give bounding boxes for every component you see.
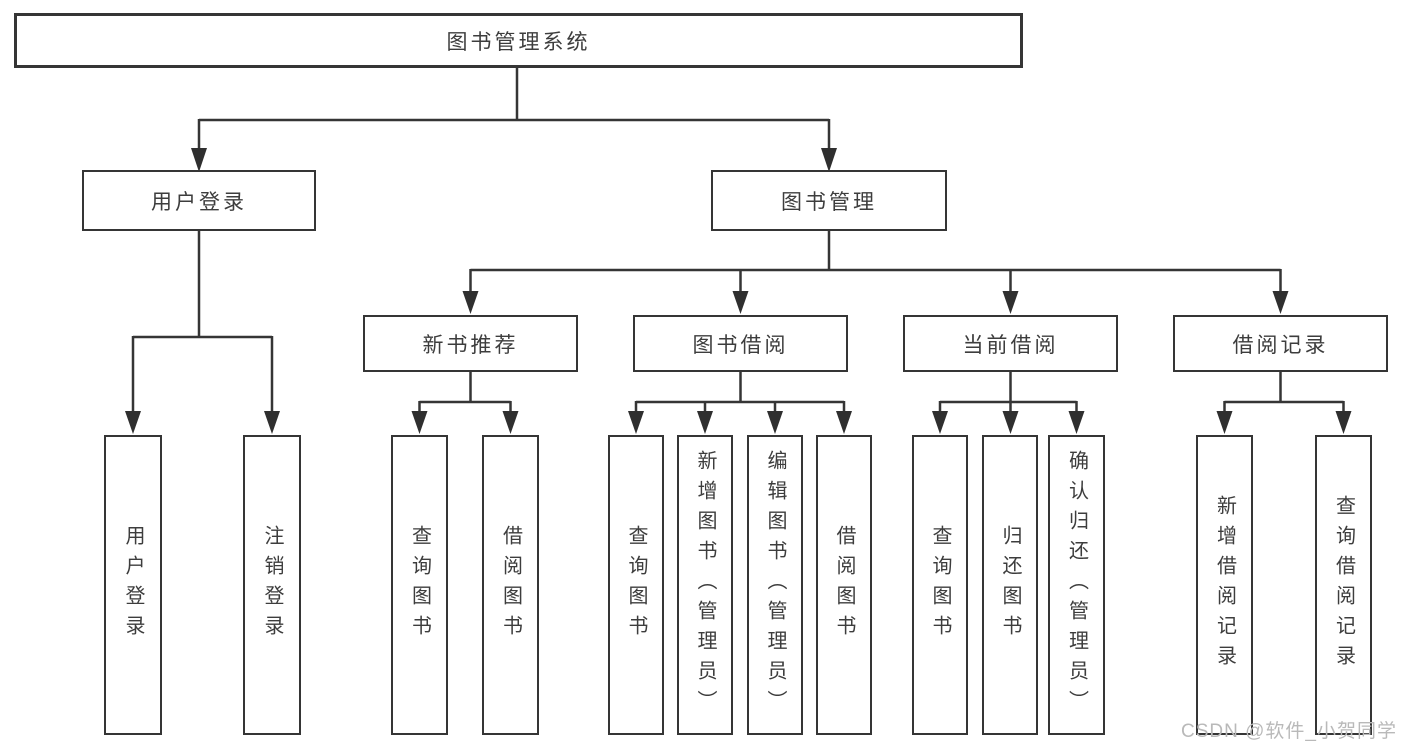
- node-leaf-confirm-return-admin: 确认归还（管理员）: [1048, 435, 1105, 735]
- node-label: 借阅记录: [1232, 333, 1329, 357]
- node-label: 用户登录: [122, 525, 144, 645]
- node-leaf-query-book: 查询图书: [608, 435, 664, 735]
- node-label: 新增借阅记录: [1213, 495, 1236, 675]
- node-label: 图书管理系统: [446, 30, 591, 54]
- node-root-library-management-system: 图书管理系统: [14, 13, 1023, 68]
- node-label: 当前借阅: [962, 333, 1059, 357]
- node-label: 查询图书: [625, 525, 647, 645]
- node-book-management: 图书管理: [711, 170, 947, 231]
- node-leaf-user-login: 用户登录: [104, 435, 162, 735]
- node-leaf-query-current-book: 查询图书: [912, 435, 968, 735]
- node-leaf-borrow-book: 借阅图书: [816, 435, 872, 735]
- node-label: 编辑图书（管理员）: [764, 450, 786, 720]
- node-leaf-edit-book-admin: 编辑图书（管理员）: [747, 435, 803, 735]
- node-leaf-return-book: 归还图书: [982, 435, 1038, 735]
- node-user-login: 用户登录: [82, 170, 316, 231]
- csdn-watermark: CSDN @软件_小贺同学: [1181, 721, 1397, 742]
- node-label: 归还图书: [999, 525, 1021, 645]
- node-label: 借阅图书: [833, 525, 855, 645]
- node-label: 图书借阅: [692, 333, 789, 357]
- node-label: 确认归还（管理员）: [1065, 450, 1088, 720]
- node-borrow-records: 借阅记录: [1173, 315, 1388, 372]
- node-label: 新书推荐: [422, 333, 519, 357]
- node-label: 图书管理: [781, 190, 877, 214]
- node-label: 注销登录: [261, 525, 283, 645]
- node-label: 查询图书: [929, 525, 951, 645]
- node-label: 查询图书: [408, 525, 431, 645]
- node-leaf-query-borrow-record: 查询借阅记录: [1315, 435, 1372, 735]
- node-new-book-recommend: 新书推荐: [363, 315, 578, 372]
- node-leaf-add-borrow-record: 新增借阅记录: [1196, 435, 1253, 735]
- node-book-borrowing: 图书借阅: [633, 315, 848, 372]
- node-label: 查询借阅记录: [1332, 495, 1355, 675]
- node-leaf-add-book-admin: 新增图书（管理员）: [677, 435, 733, 735]
- node-leaf-query-book-recommend: 查询图书: [391, 435, 448, 735]
- node-label: 借阅图书: [499, 525, 522, 645]
- node-current-borrowing: 当前借阅: [903, 315, 1118, 372]
- node-leaf-logout: 注销登录: [243, 435, 301, 735]
- node-leaf-borrow-book-recommend: 借阅图书: [482, 435, 539, 735]
- node-label: 用户登录: [151, 190, 247, 214]
- node-label: 新增图书（管理员）: [694, 450, 716, 720]
